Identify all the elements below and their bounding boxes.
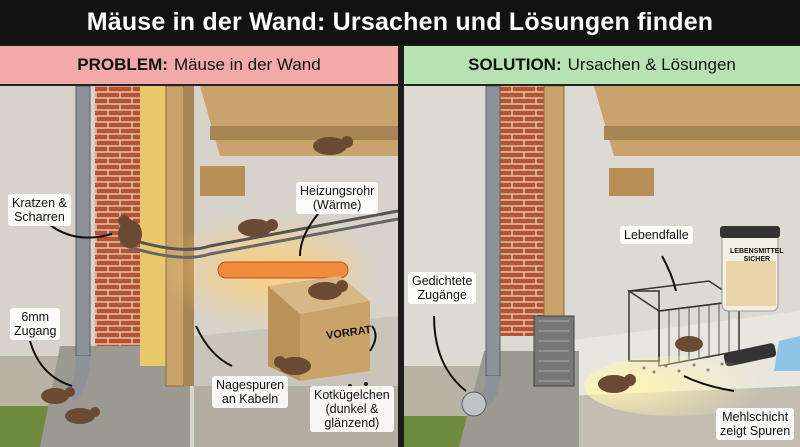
problem-illustration — [0, 85, 398, 447]
solution-tag: SOLUTION: — [468, 55, 562, 74]
label-live-trap: Lebendfalle — [620, 226, 693, 244]
brick-wall — [95, 86, 140, 346]
solution-header: SOLUTION: Ursachen & Lösungen — [404, 46, 800, 86]
panel-divider — [398, 44, 404, 447]
solution-panel: SOLUTION: Ursachen & Lösungen — [404, 46, 800, 447]
storage-box — [300, 301, 370, 381]
solution-heading: Ursachen & Lösungen — [567, 55, 736, 74]
live-trap — [626, 280, 742, 367]
solution-illustration — [404, 85, 800, 447]
problem-header: PROBLEM: Mäuse in der Wand — [0, 46, 398, 86]
flashlight — [723, 343, 777, 367]
label-droppings: Kotkügelchen(dunkel &glänzend) — [310, 386, 394, 432]
heating-pipe — [217, 261, 349, 279]
food-container — [720, 226, 780, 312]
callout-arrows — [433, 255, 735, 392]
mice — [41, 136, 353, 424]
footprints — [642, 362, 724, 374]
problem-scene: Kratzen &Scharren Heizungsrohr(Wärme) 6m… — [0, 85, 398, 447]
gloved-hand — [774, 336, 800, 371]
problem-tag: PROBLEM: — [77, 55, 168, 74]
label-heating-pipe: Heizungsrohr(Wärme) — [296, 182, 379, 214]
page-title: Mäuse in der Wand: Ursachen und Lösungen… — [0, 0, 800, 44]
problem-panel: PROBLEM: Mäuse in der Wand — [0, 46, 398, 447]
downspout — [75, 85, 91, 357]
brick-wall — [500, 86, 544, 336]
problem-heading: Mäuse in der Wand — [173, 55, 321, 74]
vent-cover — [461, 391, 487, 417]
label-scratching: Kratzen &Scharren — [8, 194, 71, 226]
